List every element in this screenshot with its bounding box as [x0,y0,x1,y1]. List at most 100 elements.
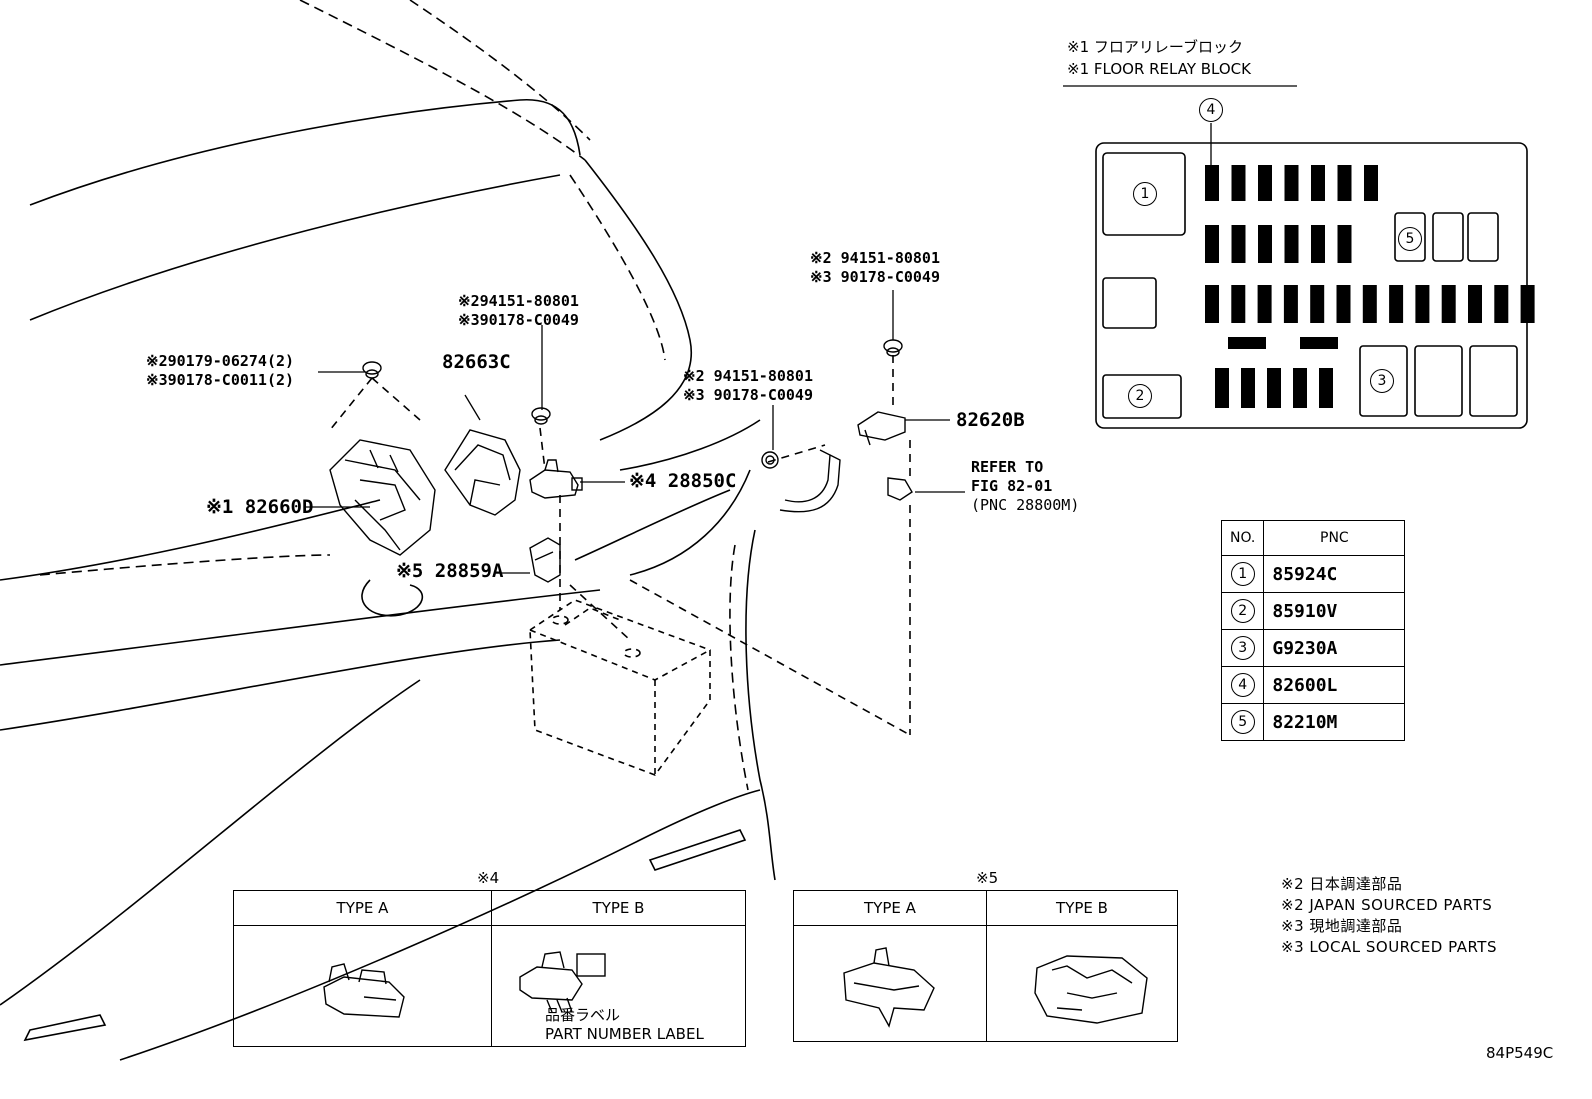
marker-3: 3 [1370,369,1394,393]
fuse-block [1310,285,1325,323]
row-pnc: 82210M [1263,703,1406,741]
fuse-block [1520,285,1535,323]
holder-type-b-sketch [1034,955,1148,1024]
fuse-block [1205,165,1219,201]
fuse-block [1311,225,1325,263]
callout-line: ※290179-06274(2) [146,352,295,370]
fuse-block [1283,285,1298,323]
fuse-block [1257,285,1272,323]
refer-line: (PNC 28800M) [971,496,1080,514]
fuse-block [1231,285,1246,323]
figure-code: 84P549C [1486,1044,1554,1062]
holder-type-a-sketch [843,947,935,1028]
fasteners [362,339,903,469]
marker-1: 1 [1133,182,1157,206]
leader-lines [329,355,911,736]
callout-28859a: ※5 28859A [396,560,504,582]
type4-cell-b: 品番ラベル PART NUMBER LABEL [491,925,746,1047]
row-pnc: 85924C [1263,555,1406,593]
fuse-block [1468,285,1482,323]
table-row: 4 82600L [1220,666,1406,704]
callout-line: ※2 94151-80801 [683,367,813,385]
fuse-block [1293,368,1307,408]
callout-94151-80801-a: ※294151-80801 ※390178-C0049 [458,292,579,330]
refer-line: FIG 82-01 [971,477,1053,495]
fuse-block [1205,225,1219,263]
callout-line: ※3 90178-C0049 [683,386,813,404]
table-row: 5 82210M [1220,703,1406,741]
sourcing-notes: ※2 日本調達部品 ※2 JAPAN SOURCED PARTS ※3 現地調達… [1281,874,1497,958]
callout-line: ※3 90178-C0049 [810,268,940,286]
note-line: ※3 LOCAL SOURCED PARTS [1281,938,1497,956]
row-no: 5 [1230,710,1255,734]
row-no: 1 [1230,562,1255,586]
callout-90179-06274: ※290179-06274(2) ※390178-C0011(2) [146,352,294,390]
relay-block-title-en: ※1 FLOOR RELAY BLOCK [1067,60,1251,78]
fuse-block [1205,285,1219,323]
body-outline [0,0,776,1061]
type4-header-a: TYPE A [233,890,492,926]
fuse-block [1494,285,1509,323]
fuse-type-a-sketch [323,963,405,1018]
fuse-block [1336,285,1351,323]
table-row: 2 85910V [1220,592,1406,630]
type5-header-b: TYPE B [986,890,1178,926]
table-row: 3 G9230A [1220,629,1406,667]
table-row: 1 85924C [1220,555,1406,593]
fuse-block [1389,285,1404,323]
floor-relay-layout [1063,85,1528,429]
fuse-block [1415,285,1430,323]
row-no: 2 [1230,599,1255,623]
callout-82660d: ※1 82660D [206,496,314,518]
part-number-label: 品番ラベル PART NUMBER LABEL [545,1006,704,1044]
fuse-block [1337,165,1352,201]
row-pnc: 85910V [1263,592,1406,630]
callout-line: ※390178-C0011(2) [146,371,295,389]
type5-cell-b [986,925,1178,1042]
fuse-block [1215,368,1229,408]
battery-sketch [529,599,711,776]
fuse-block [1267,368,1281,408]
holder-sketch [529,537,561,583]
fuse-block [1311,165,1325,201]
fuse-block [1441,285,1456,323]
cover-sketch [444,429,521,516]
fuse-block [1284,165,1299,201]
fuse-block [1241,368,1255,408]
note-line: ※2 JAPAN SOURCED PARTS [1281,896,1493,914]
marker-2: 2 [1128,384,1152,408]
marker-5: 5 [1398,227,1422,251]
row-no: 4 [1230,673,1255,697]
type5-header-a: TYPE A [793,890,987,926]
type4-cell-a [233,925,492,1047]
type5-table: TYPE A TYPE B [793,890,1178,1042]
row-pnc: G9230A [1263,629,1406,667]
refer-line: REFER TO [971,458,1044,476]
note-line: ※3 現地調達部品 [1281,917,1403,935]
fuse-block [1258,225,1272,263]
fuse-block [1228,337,1266,349]
label-leaders [305,290,965,574]
fuse-block [1231,165,1246,201]
type4-mark: ※4 [477,869,500,887]
fuse-block [1300,337,1338,349]
callout-line: ※390178-C0049 [458,311,579,329]
callout-82620b: 82620B [956,409,1025,431]
pnc-table: NO. PNC 1 85924C 2 85910V 3 G9230A 4 826… [1220,520,1406,741]
relay-block-title-jp: ※1 フロアリレーブロック [1067,38,1243,56]
fuse-block [1362,285,1377,323]
fuse-block [1231,225,1246,263]
fuse-block [1284,225,1299,263]
callout-28850c: ※4 28850C [629,470,737,492]
relay-block-sketch [329,439,436,556]
cable-sketch [779,411,913,513]
refer-to-note: REFER TO FIG 82-01 (PNC 28800M) [971,458,1079,515]
type5-mark: ※5 [976,869,999,887]
row-pnc: 82600L [1263,666,1406,704]
callout-94151-80801-c: ※2 94151-80801 ※3 90178-C0049 [810,249,940,287]
row-no: 3 [1230,636,1255,660]
fuse-block [1364,165,1378,201]
header-no: NO. [1220,520,1265,556]
